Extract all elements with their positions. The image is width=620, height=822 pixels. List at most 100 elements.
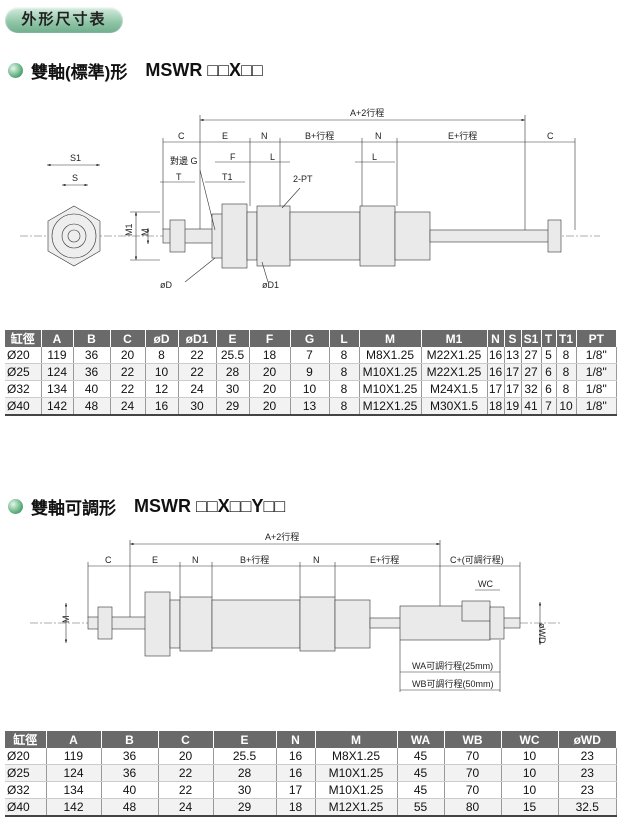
column-header: N bbox=[487, 330, 505, 347]
column-header: M bbox=[315, 731, 398, 748]
table-cell: 1/8" bbox=[576, 397, 617, 416]
table-cell: 36 bbox=[73, 363, 111, 381]
table-cell: Ø32 bbox=[5, 781, 47, 799]
table-cell: 70 bbox=[444, 764, 502, 782]
table-cell: 6 bbox=[541, 363, 557, 381]
column-header: C bbox=[110, 330, 146, 347]
table-cell: M12X1.25 bbox=[315, 798, 398, 817]
table-cell: 40 bbox=[73, 380, 111, 398]
dim-g: 對邊 G bbox=[170, 155, 198, 166]
table-cell: 80 bbox=[444, 798, 502, 817]
table-cell: 8 bbox=[556, 347, 577, 364]
table-cell: Ø20 bbox=[5, 347, 42, 364]
table-cell: Ø40 bbox=[5, 798, 47, 817]
dim-pt: 2-PT bbox=[293, 174, 313, 184]
table-cell: 10 bbox=[501, 748, 559, 765]
table-cell: Ø40 bbox=[5, 397, 42, 416]
column-header: G bbox=[290, 330, 330, 347]
bullet-icon bbox=[8, 63, 23, 78]
column-header: 缸徑 bbox=[5, 330, 42, 347]
dim-t: T bbox=[176, 172, 182, 182]
table-cell: 32.5 bbox=[558, 798, 617, 817]
table-cell: 18 bbox=[249, 347, 291, 364]
table-cell: 70 bbox=[444, 781, 502, 799]
table-cell: 8 bbox=[329, 397, 360, 416]
table-cell: 16 bbox=[487, 347, 505, 364]
column-header: M bbox=[359, 330, 422, 347]
table-cell: 17 bbox=[504, 380, 522, 398]
table-cell: M8X1.25 bbox=[315, 748, 398, 765]
column-header: T bbox=[541, 330, 557, 347]
dim-b: B+行程 bbox=[305, 130, 334, 141]
column-header: A bbox=[46, 731, 102, 748]
table-cell: 134 bbox=[46, 781, 102, 799]
column-header: B bbox=[73, 330, 111, 347]
dim-n-left: N bbox=[261, 131, 268, 141]
dim-d1: øD1 bbox=[262, 280, 279, 290]
table-cell: 24 bbox=[110, 397, 146, 416]
column-header: PT bbox=[576, 330, 617, 347]
table-cell: 7 bbox=[541, 397, 557, 416]
table-cell: 70 bbox=[444, 748, 502, 765]
table-cell: M10X1.25 bbox=[315, 781, 398, 799]
table-cell: 45 bbox=[397, 764, 445, 782]
dim-e2: E+行程 bbox=[370, 554, 399, 565]
column-header: B bbox=[101, 731, 159, 748]
table-cell: 16 bbox=[276, 748, 316, 765]
table-cell: 13 bbox=[290, 397, 330, 416]
table-cell: 20 bbox=[249, 380, 291, 398]
table-cell: 23 bbox=[558, 764, 617, 782]
column-header: N bbox=[276, 731, 316, 748]
table-cell: 29 bbox=[213, 798, 277, 817]
table-cell: 8 bbox=[556, 363, 577, 381]
table-cell: 17 bbox=[276, 781, 316, 799]
table-cell: 8 bbox=[556, 380, 577, 398]
dim-c-adjust: C+(可調行程) bbox=[450, 554, 504, 565]
column-header: WA bbox=[397, 731, 445, 748]
column-header: WC bbox=[501, 731, 559, 748]
table-cell: 27 bbox=[521, 347, 542, 364]
table-cell: M22X1.25 bbox=[421, 363, 488, 381]
table-cell: 10 bbox=[501, 781, 559, 799]
table-cell: 25.5 bbox=[216, 347, 250, 364]
table-cell: 10 bbox=[290, 380, 330, 398]
column-header: WB bbox=[444, 731, 502, 748]
table-cell: 55 bbox=[397, 798, 445, 817]
table-cell: 18 bbox=[487, 397, 505, 416]
dim-e2: E+行程 bbox=[448, 130, 477, 141]
table-cell: Ø32 bbox=[5, 380, 42, 398]
table-cell: M22X1.25 bbox=[421, 347, 488, 364]
table-cell: 18 bbox=[276, 798, 316, 817]
table-cell: 8 bbox=[329, 363, 360, 381]
dim-e: E bbox=[222, 131, 228, 141]
dim-wd: øWD bbox=[537, 623, 547, 644]
table-cell: Ø25 bbox=[5, 363, 42, 381]
table-cell: 22 bbox=[110, 363, 146, 381]
dim-s1: S1 bbox=[70, 153, 81, 163]
dim-wb: WB可調行程(50mm) bbox=[412, 678, 494, 689]
table-cell: 36 bbox=[73, 347, 111, 364]
table-cell: 10 bbox=[501, 764, 559, 782]
table-cell: 19 bbox=[504, 397, 522, 416]
table-cell: 22 bbox=[158, 781, 214, 799]
dim-m: M bbox=[61, 616, 71, 624]
table-cell: 22 bbox=[178, 347, 217, 364]
dim-n-right: N bbox=[313, 555, 320, 565]
table-cell: 25.5 bbox=[213, 748, 277, 765]
column-header: E bbox=[213, 731, 277, 748]
table-cell: 13 bbox=[504, 347, 522, 364]
diagram-standard: A+2行程 C E N B+行程 N E+行程 C F L L T T1 對邊 … bbox=[20, 107, 600, 290]
table-cell: 119 bbox=[46, 748, 102, 765]
dim-n-right: N bbox=[375, 131, 382, 141]
table-cell: 17 bbox=[487, 380, 505, 398]
table-cell: 20 bbox=[249, 397, 291, 416]
table-cell: 36 bbox=[101, 748, 159, 765]
